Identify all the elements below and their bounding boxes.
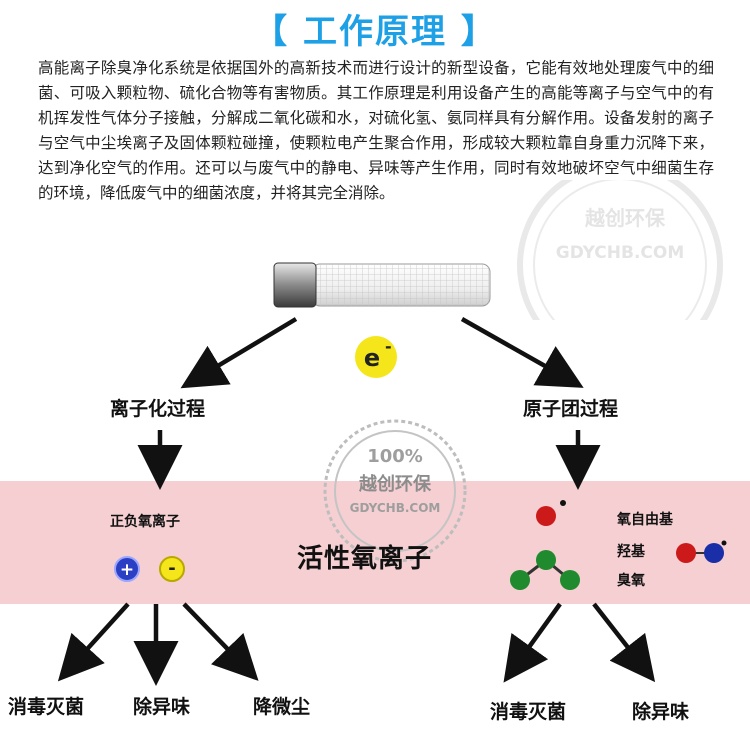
left-process-label: 离子化过程 — [110, 398, 206, 420]
negative-ion-icon: - — [159, 556, 185, 582]
ozone-icon — [510, 550, 580, 590]
right-output-deodorize: 除异味 — [632, 701, 690, 723]
right-item-oxygen-radical: 氧自由基 — [617, 512, 673, 528]
left-output-dust: 降微尘 — [253, 696, 311, 718]
electron-superscript: - — [385, 337, 392, 356]
watermark-corner-domain: GDYCHB.COM — [556, 243, 685, 263]
center-label: 活性氧离子 — [297, 544, 433, 574]
description-paragraph: 高能离子除臭净化系统是依据国外的高新技术而进行设计的新型设备，它能有效地处理废气… — [38, 59, 714, 202]
arrow-to-right-process — [460, 317, 584, 388]
oxygen-radical-icon — [536, 500, 566, 526]
positive-ion-icon: + — [114, 556, 140, 582]
electron-icon: e - — [355, 336, 397, 378]
title-bracket-left: 【 — [253, 12, 290, 52]
arrow-left-out-1 — [57, 602, 130, 682]
watermark-corner-stamp: 越创环保 GDYCHB.COM — [517, 180, 723, 320]
plus-symbol: + — [120, 560, 134, 580]
left-sub-label: 正负氧离子 — [110, 514, 180, 530]
electron-symbol: e — [364, 344, 380, 372]
watermark-domain: GDYCHB.COM — [350, 501, 441, 515]
watermark-percent: 100% — [367, 446, 423, 467]
left-output-sterilize: 消毒灭菌 — [8, 696, 85, 718]
minus-symbol: - — [168, 558, 175, 579]
arrow-right-out-1 — [503, 602, 562, 683]
arrow-right-out-2 — [592, 602, 656, 683]
left-output-deodorize: 除异味 — [133, 696, 191, 718]
watermark-center-stamp: 100% 越创环保 GDYCHB.COM — [323, 419, 467, 563]
title-bracket-right: 】 — [460, 12, 497, 52]
title-text: 工作原理 — [303, 12, 447, 52]
watermark-corner-brand: 越创环保 — [584, 206, 666, 230]
arrow-left-out-3 — [182, 602, 259, 681]
right-process-label: 原子团过程 — [523, 398, 619, 420]
page-title: 【 工作原理 】 — [0, 4, 750, 53]
arrow-to-left-process — [180, 317, 298, 389]
right-output-sterilize: 消毒灭菌 — [490, 701, 567, 723]
watermark-brand: 越创环保 — [358, 473, 432, 495]
hydroxyl-icon — [676, 540, 727, 563]
active-oxygen-band — [0, 481, 750, 604]
ion-tube-icon — [273, 262, 491, 308]
right-item-hydroxyl: 羟基 — [617, 544, 645, 560]
right-item-ozone: 臭氧 — [617, 573, 645, 589]
